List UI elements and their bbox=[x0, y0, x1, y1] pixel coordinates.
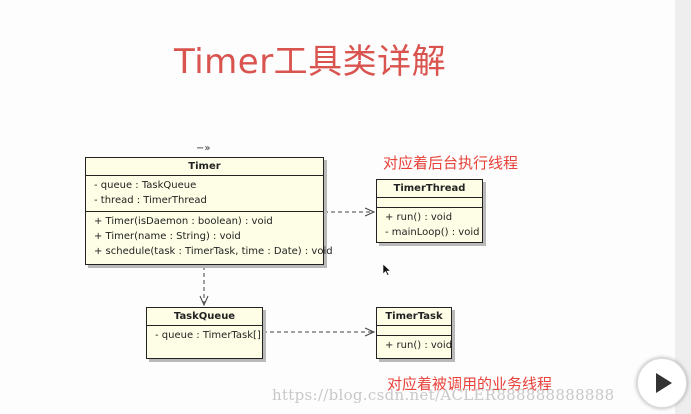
operations-section: + run() : void - mainLoop() : void bbox=[377, 208, 482, 243]
operation: + run() : void bbox=[385, 212, 453, 223]
arrowhead-timertask bbox=[364, 327, 376, 337]
play-button[interactable] bbox=[637, 358, 687, 408]
class-name: Timer bbox=[86, 158, 323, 176]
stereotype-mark: −» bbox=[196, 143, 211, 154]
class-taskqueue: TaskQueue - queue : TimerTask[] bbox=[146, 307, 263, 359]
arrowhead-timerthread bbox=[364, 207, 376, 217]
class-timertask: TimerTask + run() : void bbox=[376, 307, 452, 359]
scroll-strip bbox=[675, 0, 691, 414]
attribute: - queue : TimerTask[] bbox=[155, 330, 261, 341]
operations-section: + Timer(isDaemon : boolean) : void + Tim… bbox=[86, 212, 333, 262]
operation: - mainLoop() : void bbox=[385, 227, 480, 238]
class-name: TaskQueue bbox=[147, 308, 262, 326]
mouse-cursor-icon bbox=[382, 261, 392, 280]
annotation-timertask: 对应着被调用的业务线程 bbox=[387, 375, 553, 393]
play-icon bbox=[656, 373, 672, 393]
attributes-section bbox=[377, 326, 451, 336]
arrowhead-taskqueue bbox=[199, 295, 209, 307]
annotation-timerthread: 对应着后台执行线程 bbox=[383, 154, 519, 172]
operation: + schedule(task : TimerTask, time : Date… bbox=[94, 246, 333, 257]
operation: + Timer(name : String) : void bbox=[94, 231, 241, 242]
slide-title: Timer工具类详解 bbox=[174, 42, 447, 82]
attributes-section: - queue : TaskQueue - thread : TimerThre… bbox=[86, 176, 323, 212]
attributes-section bbox=[377, 198, 482, 208]
class-timerthread: TimerThread + run() : void - mainLoop() … bbox=[376, 179, 483, 243]
operations-section: + run() : void bbox=[377, 336, 453, 356]
class-timer: Timer - queue : TaskQueue - thread : Tim… bbox=[85, 157, 333, 265]
operation: + run() : void bbox=[385, 340, 453, 351]
class-name: TimerTask bbox=[377, 308, 451, 326]
attribute: - queue : TaskQueue bbox=[94, 180, 197, 191]
operation: + Timer(isDaemon : boolean) : void bbox=[94, 216, 273, 227]
class-name: TimerThread bbox=[377, 180, 482, 198]
attributes-section: - queue : TimerTask[] bbox=[147, 326, 262, 346]
watermark: https://blog.csdn.net/ACLER888888888888 bbox=[272, 386, 615, 404]
attribute: - thread : TimerThread bbox=[94, 195, 207, 206]
